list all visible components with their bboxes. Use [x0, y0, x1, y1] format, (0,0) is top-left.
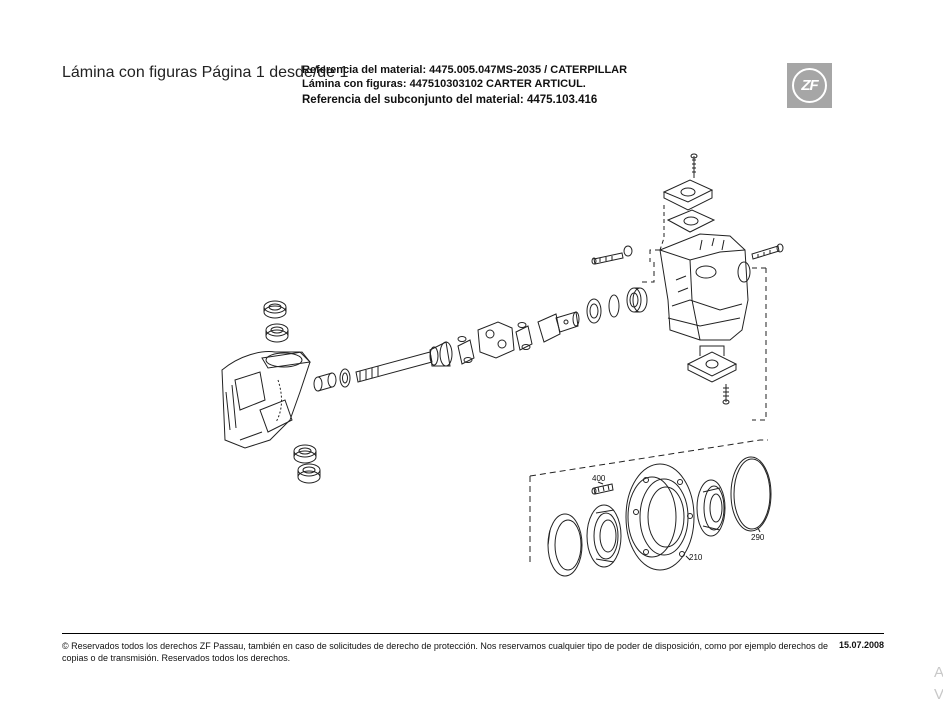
- footer-divider: [62, 633, 884, 634]
- drive-shaft: [355, 341, 453, 383]
- callout-210: 210: [689, 553, 703, 562]
- hub-flange: [625, 463, 695, 571]
- hub-bolt-400: [591, 481, 614, 495]
- hub-bearing: [586, 504, 622, 568]
- zf-logo-mark: ZF: [792, 68, 827, 103]
- seal-ring: [339, 368, 351, 388]
- top-cap-assembly: [659, 153, 716, 251]
- universal-joint: [457, 311, 580, 365]
- bearing-upper-pair: [263, 300, 289, 343]
- page-title: Lámina con figuras Página 1 desde/de 1: [62, 64, 349, 81]
- callout-400: 400: [592, 474, 606, 483]
- steering-knuckle: [659, 233, 751, 341]
- shaft-seals: [586, 287, 648, 324]
- bearing-lower-pair: [293, 444, 321, 484]
- footer-copyright: © Reservados todos los derechos ZF Passa…: [62, 641, 829, 663]
- footer-date: 15.07.2008: [839, 640, 885, 650]
- o-ring-290: [730, 456, 772, 533]
- side-bolt-left: [591, 245, 633, 265]
- zf-logo: ZF: [787, 63, 832, 108]
- exploded-parts-drawing: 400 210 290: [221, 153, 784, 577]
- hub-inner-bearing: [696, 479, 726, 537]
- axle-housing: [221, 351, 311, 449]
- side-bolt-right: [751, 243, 784, 260]
- hub-seal-ring: [547, 513, 583, 577]
- figure-reference: Lámina con figuras: 447510303102 CARTER …: [302, 78, 586, 90]
- edge-glyph-top: A: [934, 664, 943, 681]
- edge-glyph-bottom: V: [934, 686, 943, 703]
- bushing: [313, 372, 337, 392]
- hub-group-outline: [529, 439, 768, 562]
- guide-lines-upper: [640, 249, 767, 421]
- material-reference: Referencia del material: 4475.005.047MS-…: [302, 64, 628, 76]
- subassembly-reference: Referencia del subconjunto del material:…: [302, 94, 598, 106]
- bottom-cap-assembly: [686, 345, 738, 405]
- leader-210: [685, 555, 691, 561]
- callout-290: 290: [751, 533, 765, 542]
